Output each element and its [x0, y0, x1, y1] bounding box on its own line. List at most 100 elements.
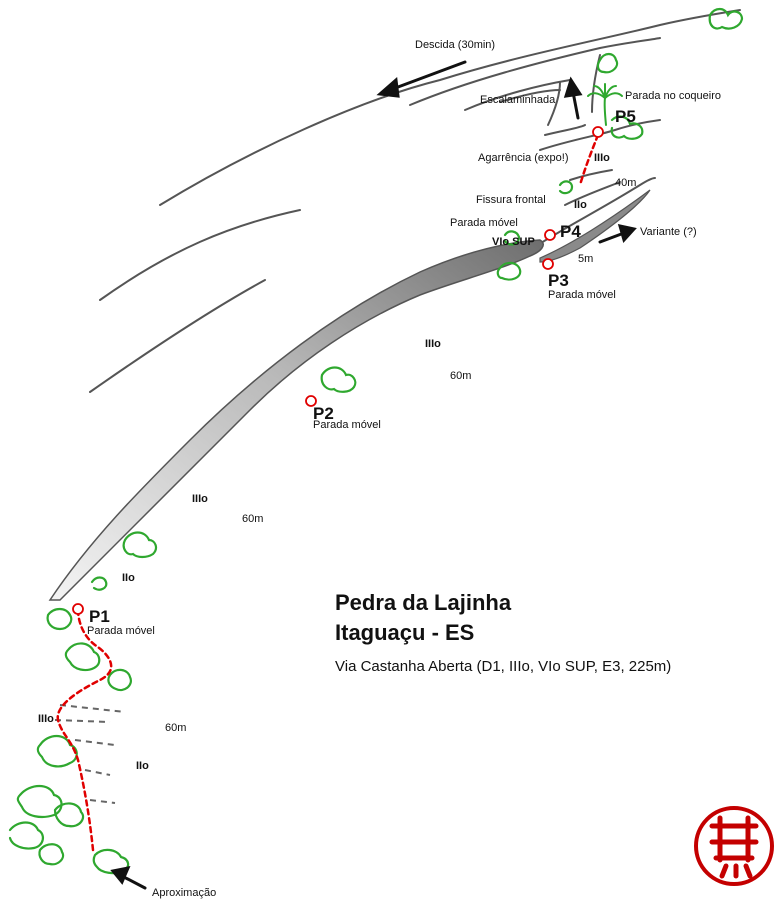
lower-rock-dashes: [54, 704, 126, 804]
belay-note-p2: Parada móvel: [313, 419, 381, 431]
variant-arrow-icon: [598, 231, 626, 244]
rock-line-top: [159, 9, 741, 206]
length-p4p5: 40m: [615, 177, 636, 189]
seal-stamp-icon: [694, 806, 774, 886]
veg-low-f: [38, 843, 65, 866]
descent-arrow-icon: [388, 60, 467, 92]
upper-ramp: [539, 189, 651, 263]
grade-p5: IIIo: [594, 152, 610, 164]
veg-p1-c: [107, 668, 132, 692]
belay-note-p5: Parada no coqueiro: [625, 90, 721, 102]
variant-arrowhead-icon: [617, 224, 637, 244]
veg-p2: [320, 366, 357, 393]
rock-line-upper: [409, 37, 661, 106]
belay-labels: P5 P4 P3 P2 P1: [89, 107, 636, 626]
grade-p1p2: IIIo: [192, 493, 208, 505]
belay-note-p1: Parada móvel: [87, 625, 155, 637]
belay-note-p3: Parada móvel: [548, 289, 616, 301]
approach-arrowhead-icon: [110, 865, 131, 885]
belay-rings: [72, 126, 604, 615]
rock-line-ledge: [539, 119, 661, 151]
scramble-label: Escalaminhada: [480, 94, 556, 106]
grade-p3p4: VIo SUP: [492, 236, 535, 248]
grip-label: Agarrência (expo!): [478, 152, 569, 164]
veg-p1-up: [90, 576, 108, 591]
rock-line-mid3: [544, 124, 586, 136]
annotation-labels: Descida (30min) Escalaminhada Parada no …: [87, 39, 721, 899]
belay-label-p5: P5: [615, 107, 636, 126]
length-p2p3: 60m: [450, 370, 471, 382]
seal-glyph: [709, 815, 759, 879]
belay-ring-p2: [305, 395, 317, 407]
veg-p4: [503, 230, 521, 246]
belay-ring-p1: [72, 603, 84, 615]
palm-frond-3: [593, 85, 606, 99]
crack-label: Fissura frontal: [476, 194, 546, 206]
belay-ring-p4: [544, 229, 556, 241]
route-approach-p1: [56, 607, 113, 852]
rock-lines: [89, 9, 741, 393]
length-low: 60m: [165, 722, 186, 734]
veg-low-d: [8, 821, 44, 850]
belay-note-p4: Parada móvel: [450, 217, 518, 229]
seal-ring: [694, 806, 774, 886]
arrows: [110, 60, 637, 890]
route-line: [56, 133, 600, 852]
variant-label: Variante (?): [640, 226, 697, 238]
palm-frond-2: [604, 92, 623, 99]
dash-line-1: [59, 704, 126, 713]
grade-p4p5: IIo: [574, 199, 587, 211]
grade-low-ii: IIo: [136, 760, 149, 772]
route-p5: [578, 133, 600, 187]
rock-line-col2: [569, 169, 613, 181]
veg-top: [708, 7, 744, 30]
dash-line-2: [54, 719, 111, 723]
length-p1p2: 60m: [242, 513, 263, 525]
rock-line-long: [99, 209, 301, 301]
approach-label: Aproximação: [152, 887, 216, 899]
scramble-arrowhead-icon: [563, 76, 583, 98]
veg-p5-a: [596, 52, 619, 74]
veg-low-c: [53, 802, 85, 828]
grade-p1-ii: IIo: [122, 572, 135, 584]
vegetation: [8, 7, 744, 875]
descent-arrowhead-icon: [376, 77, 400, 98]
route-description: Via Castanha Aberta (D1, IIIo, VIo SUP, …: [335, 658, 672, 675]
belay-label-p2: P2: [313, 404, 334, 423]
veg-crack: [558, 180, 574, 195]
dash-line-5: [89, 799, 116, 804]
rock-line-col3: [564, 181, 621, 206]
belay-ring-p3: [542, 258, 554, 270]
belay-label-p1: P1: [89, 607, 110, 626]
palm-frond-1: [587, 92, 606, 99]
dash-line-3: [74, 739, 116, 746]
veg-p5-b: [610, 115, 644, 140]
descent-label: Descida (30min): [415, 39, 495, 51]
grade-low-iii: IIIo: [38, 713, 54, 725]
palm-tree-icon: [587, 83, 623, 126]
belay-label-p4: P4: [560, 222, 581, 241]
veg-p3: [496, 261, 522, 281]
rock-line-inner: [89, 279, 266, 393]
veg-p1-a: [46, 607, 73, 631]
rock-line-mid2: [499, 89, 561, 103]
palm-frond-4: [604, 85, 617, 99]
rock-line-left: [547, 81, 561, 126]
title-line-2: Itaguaçu - ES: [335, 620, 475, 645]
approach-arrow-icon: [120, 874, 147, 890]
ramp: [48, 239, 544, 601]
veg-p1-b: [64, 642, 101, 672]
dash-line-4: [84, 769, 111, 776]
length-p3p4: 5m: [578, 253, 593, 265]
veg-low-a: [36, 734, 78, 768]
palm-trunk: [603, 97, 607, 126]
belay-ring-p5: [592, 126, 604, 138]
title-line-1: Pedra da Lajinha: [335, 590, 512, 615]
grade-labels: IIIo IIo VIo SUP IIIo IIIo IIo IIIo IIo: [38, 152, 610, 772]
veg-low-b: [16, 784, 63, 818]
belay-label-p3: P3: [548, 271, 569, 290]
length-labels: 40m 5m 60m 60m 60m: [165, 177, 636, 734]
veg-mid: [122, 531, 158, 559]
